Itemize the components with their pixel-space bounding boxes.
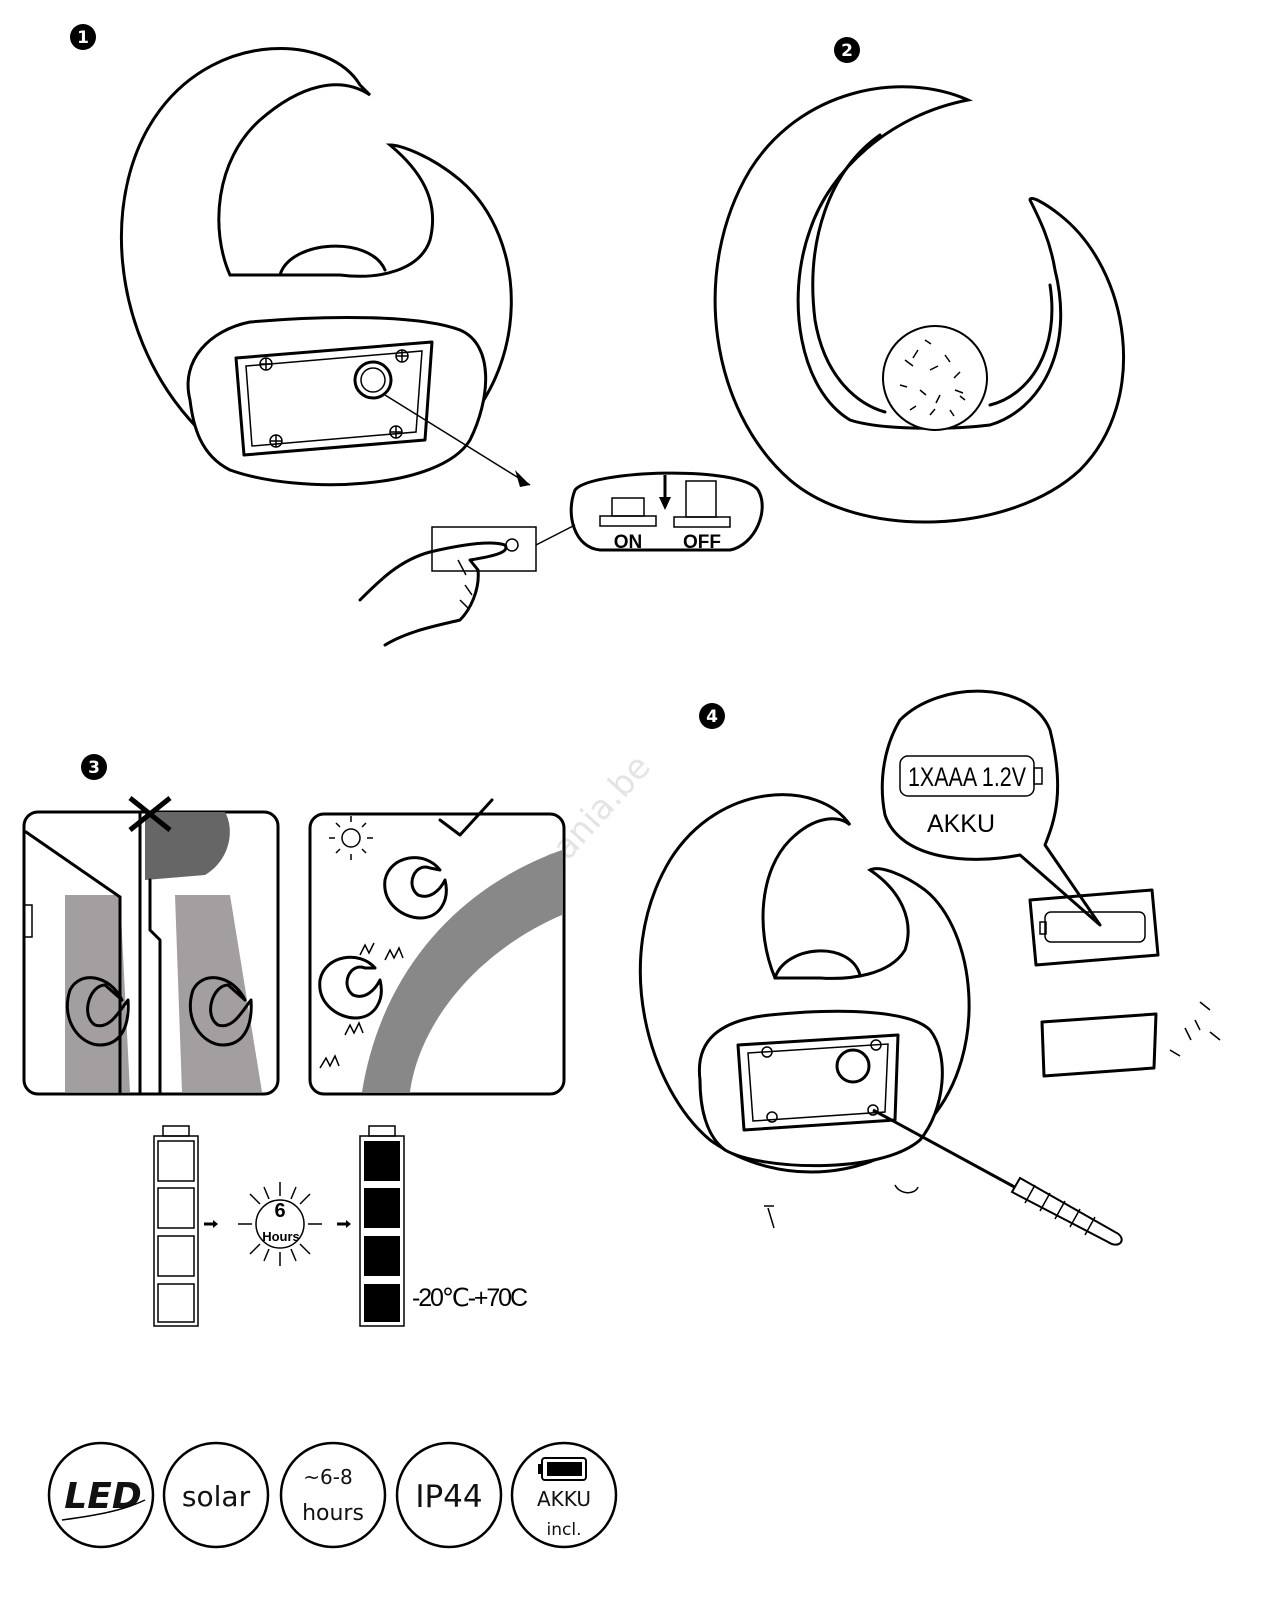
- screw-icon: [269, 434, 283, 448]
- temperature-range: -20℃-+70C: [412, 1284, 528, 1312]
- battery-callout: 1XAAA 1.2V AKKU: [880, 689, 1221, 1078]
- sun-icon: [329, 816, 373, 860]
- lamp-back-view: [119, 46, 531, 487]
- lamp-battery-removal: [638, 793, 1123, 1246]
- battery-type: AKKU: [927, 810, 995, 838]
- step-2-badge: 2: [834, 37, 860, 63]
- shade-placement-wrong: [22, 796, 280, 1096]
- feature-badges: LED solar ~6-8 hours IP44 AKKU incl.: [47, 1441, 618, 1549]
- screw-icon: [764, 1205, 775, 1229]
- rotate-icon: [894, 1184, 919, 1194]
- screw-icon: [259, 357, 273, 371]
- switch-on-label: ON: [614, 532, 643, 553]
- step-2-number: 2: [841, 41, 853, 61]
- cross-icon: [128, 796, 172, 832]
- runtime-unit: hours: [302, 1501, 364, 1526]
- step-1-number: 1: [77, 28, 89, 48]
- step-1-badge: 1: [70, 24, 96, 50]
- led-badge: LED: [47, 1441, 155, 1549]
- battery-icon: [538, 1457, 587, 1481]
- checkmark-icon: [438, 798, 494, 837]
- step-4-number: 4: [706, 707, 718, 727]
- akku-label: AKKU: [537, 1487, 591, 1511]
- sun-placement-correct: [308, 798, 566, 1096]
- crackle-glass-ball: [882, 325, 988, 431]
- runtime-badge: ~6-8 hours: [279, 1441, 387, 1549]
- hand-pressing-switch: ON OFF: [358, 471, 764, 647]
- ip-rating-label: IP44: [415, 1479, 482, 1515]
- arrow-down-icon: [659, 497, 671, 510]
- step-3-number: 3: [88, 758, 100, 778]
- charge-hours-label: Hours: [262, 1229, 300, 1244]
- lamp-front-view: [713, 85, 1126, 524]
- sun-hours-icon: 6 Hours: [238, 1182, 322, 1266]
- screw-icon: [389, 425, 403, 439]
- arrow-icon: [515, 470, 530, 487]
- switch-off-label: OFF: [683, 532, 721, 553]
- step-4-badge: 4: [699, 703, 725, 729]
- screwdriver-icon: [872, 1108, 1123, 1246]
- solar-badge: solar: [162, 1441, 270, 1549]
- screw-icon: [395, 349, 409, 363]
- akku-badge: AKKU incl.: [510, 1441, 618, 1549]
- battery-spec: 1XAAA 1.2V: [908, 762, 1026, 792]
- step-3-badge: 3: [81, 754, 107, 780]
- ip44-badge: IP44: [395, 1441, 503, 1549]
- solar-label: solar: [182, 1480, 251, 1513]
- charging-diagram: 6 Hours -20℃-+70C: [153, 1125, 528, 1327]
- akku-included-label: incl.: [547, 1520, 582, 1540]
- led-label: LED: [64, 1476, 141, 1517]
- charge-hours-value: 6: [274, 1200, 285, 1222]
- runtime-value: ~6-8: [303, 1465, 352, 1489]
